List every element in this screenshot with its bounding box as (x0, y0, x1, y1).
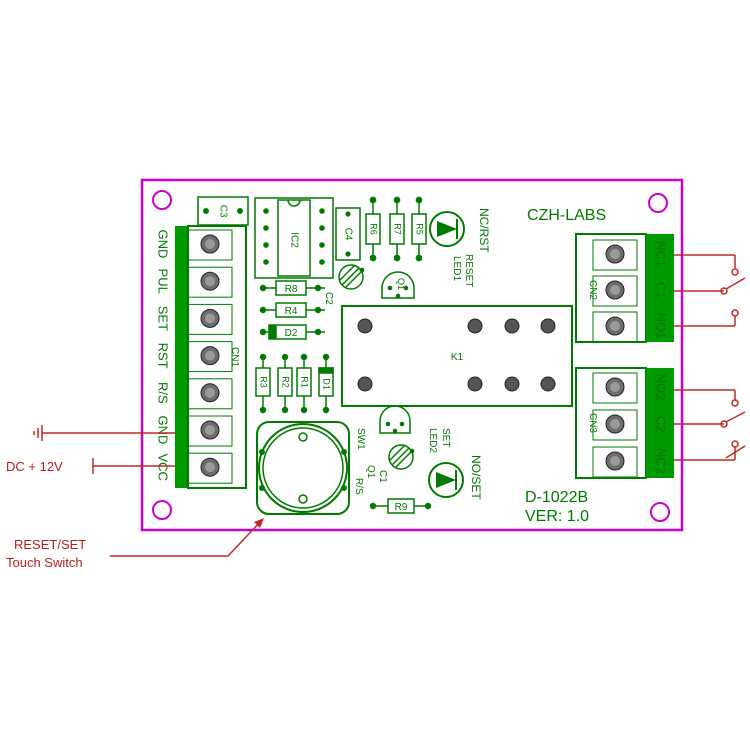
led2-label: LED2 (427, 428, 438, 453)
cn2-label: CN2 (587, 280, 598, 300)
cn3-screw (592, 446, 638, 478)
switch-callout-line2: Touch Switch (6, 555, 83, 570)
transistor-q-top (338, 264, 365, 290)
r3-r2-r1-d1-group (255, 353, 334, 414)
component-dome-top: Q1 (381, 271, 415, 299)
component-dome-bottom (379, 405, 411, 434)
r9-label: R9 (395, 502, 408, 513)
mount-hole-tr (648, 193, 668, 213)
svg-text:C4: C4 (342, 228, 353, 241)
cn1-pin-label: R/S (156, 382, 171, 404)
c2-label: C2 (323, 292, 334, 305)
cn1-pin-label: GND (156, 416, 171, 445)
d2-label: D2 (285, 328, 298, 339)
switch-callout-line1: RESET/SET (14, 537, 86, 552)
resistor-array-top (365, 196, 427, 262)
q-bottom-label: Q1 (365, 465, 376, 479)
mount-hole-tl (152, 190, 172, 210)
mount-hole-bl (152, 500, 172, 520)
r2-label: R2 (281, 376, 291, 388)
right-terminal-bottom: CN3 (575, 367, 674, 479)
cn2-pin-label: NO1 (654, 313, 669, 340)
cn3-pin-label: NC2 (654, 448, 669, 474)
cn3-pin-label: NO2 (654, 374, 669, 401)
k1-label: K1 (451, 352, 464, 363)
svg-text:C3: C3 (217, 205, 228, 218)
r8-label: R8 (285, 284, 298, 295)
right-terminal-top: CN2 (575, 233, 674, 343)
relay-output-wiring-1 (674, 254, 746, 327)
r5-label: R5 (415, 223, 425, 235)
r3-label: R3 (259, 376, 269, 388)
led1-label: LED1 (451, 256, 462, 281)
cn2-screw (592, 239, 638, 271)
relay-output-wiring-2 (674, 389, 746, 461)
cn1-screw (187, 229, 233, 261)
svg-text:Q1: Q1 (396, 278, 406, 290)
r4-label: R4 (285, 306, 298, 317)
r7-label: R7 (393, 223, 403, 235)
nc-rst-label: NC/RST (477, 208, 491, 253)
cn1-screw (187, 415, 233, 447)
cn1-pin-label: SET (156, 306, 171, 331)
cn2-screw (592, 275, 638, 307)
svg-text:IC2: IC2 (288, 232, 299, 248)
cn1-screw (187, 303, 233, 335)
switch-callout-arrow (110, 518, 264, 557)
dc-wire (92, 458, 175, 474)
cn1-label: CN1 (229, 347, 240, 367)
brand-label: CZH-LABS (527, 207, 606, 224)
cn1-pin-label: GND (156, 230, 171, 259)
left-terminal-block: CN1 (175, 225, 247, 489)
r6-label: R6 (369, 223, 379, 235)
r8-r4-d2-group (259, 280, 325, 340)
c1-label: C1 (377, 470, 388, 483)
cn1-screw (187, 266, 233, 298)
resistor-r9 (369, 498, 432, 514)
capacitor-c4: C4 (335, 207, 361, 261)
rs-label: R/S (353, 478, 364, 495)
set-label: SET (440, 428, 451, 447)
cn1-pin-label: RST (156, 343, 171, 369)
cn2-pin-label: C1 (654, 282, 669, 299)
touch-switch-sw1 (256, 421, 350, 515)
relay-k1: K1 (341, 305, 573, 407)
cn1-screw (187, 378, 233, 410)
cn1-screw (187, 341, 233, 373)
cn3-label: CN3 (587, 413, 598, 433)
cn2-pin-label: NC1 (654, 241, 669, 267)
no-set-label: NO/SET (469, 455, 483, 500)
ground-wire (33, 425, 175, 441)
cn3-screw (592, 409, 638, 441)
cn1-pin-label: VCC (156, 453, 171, 480)
cn3-pin-label: C2 (654, 416, 669, 433)
reset-label: RESET (463, 254, 474, 287)
version-label: VER: 1.0 (525, 508, 589, 525)
cn1-screw (187, 452, 233, 484)
dc-power-label: DC + 12V (6, 459, 63, 474)
d1-label: D1 (322, 378, 332, 390)
led1 (429, 211, 465, 247)
ic2-chip: IC2 (254, 197, 334, 279)
capacitor-c3: C3 (197, 196, 249, 226)
cn2-screw (592, 311, 638, 343)
r1-label: R1 (300, 376, 310, 388)
sw1-label: SW1 (355, 428, 366, 450)
cn3-screw (592, 372, 638, 404)
cn1-pin-label: PUL (156, 269, 171, 294)
mount-hole-br (650, 502, 670, 522)
model-label: D-1022B (525, 489, 588, 506)
led2 (428, 462, 464, 498)
transistor-q-bottom (388, 444, 415, 470)
